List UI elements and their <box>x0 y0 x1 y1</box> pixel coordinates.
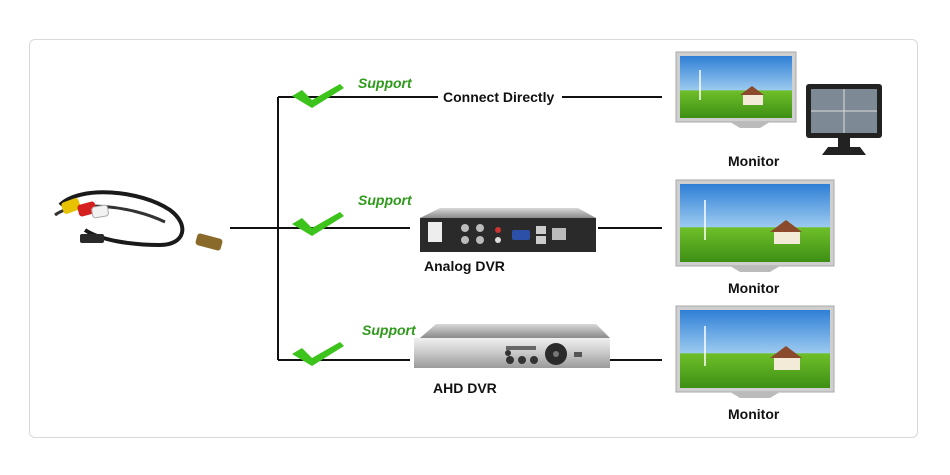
support-label-1: Support <box>358 75 412 91</box>
analog-dvr-label: Analog DVR <box>424 258 505 274</box>
connect-directly-label: Connect Directly <box>441 89 557 105</box>
monitor-icon <box>675 305 835 398</box>
check-icon <box>292 84 344 108</box>
analog-dvr-icon <box>420 208 596 252</box>
camera-cable-icon <box>54 190 223 251</box>
monitor-label-1: Monitor <box>728 153 780 169</box>
ahd-dvr-label: AHD DVR <box>433 380 497 396</box>
monitor-icon <box>675 51 797 128</box>
small-monitor-icon <box>806 84 882 155</box>
monitor-icon <box>675 179 835 272</box>
ahd-dvr-icon <box>414 324 610 368</box>
check-icon <box>292 342 344 366</box>
support-label-2: Support <box>358 192 412 208</box>
monitor-label-2: Monitor <box>728 280 780 296</box>
monitor-label-3: Monitor <box>728 406 780 422</box>
check-icon <box>292 212 344 236</box>
support-label-3: Support <box>362 322 416 338</box>
